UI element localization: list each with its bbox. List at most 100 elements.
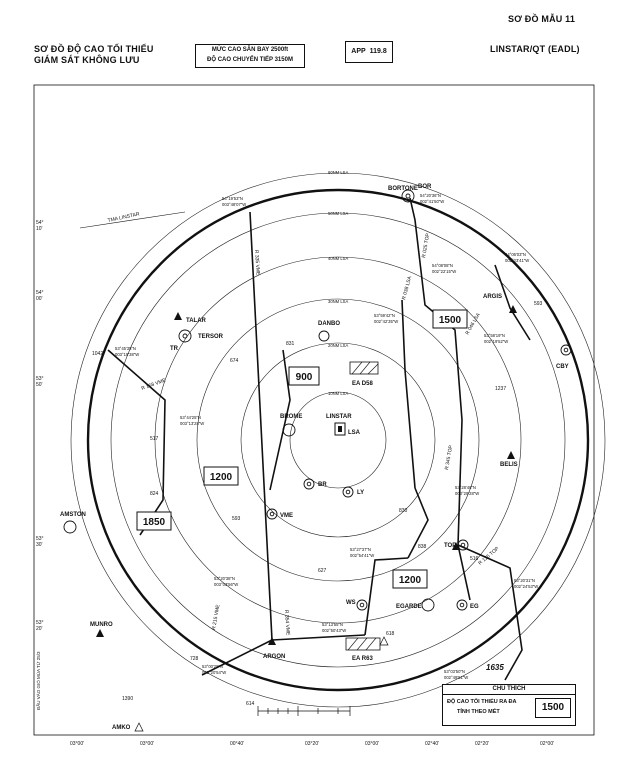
area-ea-d58: EA D58 (352, 381, 373, 387)
label-lsa: LSA (348, 430, 361, 436)
svg-text:53°: 53° (36, 536, 44, 542)
range-rings (70, 172, 606, 708)
svg-text:003°48'07"W: 003°48'07"W (222, 202, 246, 207)
label-cby: CBY (556, 364, 569, 370)
svg-text:003°15'38"W: 003°15'38"W (115, 352, 139, 357)
svg-text:30': 30' (36, 542, 43, 548)
svg-text:53°58'19"N: 53°58'19"N (484, 333, 505, 338)
label-linstar: LINSTAR (326, 414, 352, 420)
svg-text:02°20': 02°20' (475, 741, 489, 747)
svg-text:824: 824 (150, 491, 159, 497)
label-talar: TALAR (186, 318, 207, 324)
alt-900: 900 (296, 372, 313, 383)
chart-number: SƠ ĐỒ MẪU 11 (508, 14, 576, 24)
svg-text:002°49'51"W: 002°49'51"W (444, 675, 468, 680)
legend-value-box: 1500 (535, 698, 571, 718)
ring-30nm (196, 298, 480, 582)
svg-text:53°27'37"N: 53°27'37"N (350, 547, 371, 552)
open-triangles (134, 636, 389, 732)
radial-r215-vme: R 215 VME (211, 603, 221, 630)
svg-text:593: 593 (232, 516, 241, 522)
svg-text:002°50'43"W: 002°50'43"W (322, 628, 346, 633)
altitude-boxes: 900 1200 1850 1200 1500 (136, 309, 468, 589)
label-danbo: DANBO (318, 321, 340, 327)
svg-text:517: 517 (150, 436, 159, 442)
spot-height-1635: 1635 (486, 663, 504, 672)
svg-text:54°: 54° (36, 220, 44, 226)
svg-text:1390: 1390 (122, 696, 133, 702)
alt-1850: 1850 (143, 517, 166, 528)
svg-text:00°40': 00°40' (230, 741, 244, 747)
svg-text:03°00': 03°00' (70, 741, 84, 747)
svg-text:00': 00' (36, 296, 43, 302)
aerodrome-elevation: MỨC CAO SÂN BAY 2500ft (211, 47, 289, 53)
alt-1200-south: 1200 (399, 575, 422, 586)
ring-20nm (240, 342, 436, 538)
label-amko: AMKO (112, 725, 131, 731)
label-bor: BOR (418, 184, 432, 190)
svg-text:516: 516 (470, 556, 479, 562)
radial-r025-top: R 025 TOP (421, 232, 431, 258)
svg-text:003°03'56"W: 003°03'56"W (214, 582, 238, 587)
svg-text:02°00': 02°00' (540, 741, 554, 747)
svg-text:54°06'03"N: 54°06'03"N (505, 252, 526, 257)
latitude-ticks: 54°10' 54°00' 53°50' 53°30' 53°20' (36, 220, 44, 632)
tma-label: TMA LINSTAR (107, 211, 140, 224)
legend-text-1: ĐỘ CAO TỐI THIỂU RA ĐA (447, 699, 517, 705)
label-ws: WS (346, 600, 356, 606)
svg-text:002°41'50"W: 002°41'50"W (420, 199, 444, 204)
svg-text:003°29'28"W: 003°29'28"W (455, 491, 479, 496)
alt-1500: 1500 (439, 315, 462, 326)
map-frame (33, 84, 595, 736)
legend-title: CHÚ THÍCH (443, 685, 575, 695)
svg-text:002°54'41"W: 002°54'41"W (350, 553, 374, 558)
svg-text:50': 50' (36, 382, 43, 388)
legend-text-2: TÍNH THEO MÉT (457, 709, 500, 715)
svg-text:002°19'52"W: 002°19'52"W (484, 339, 508, 344)
svg-text:1237: 1237 (495, 386, 506, 392)
label-argis: ARGIS (483, 294, 502, 300)
ring-label-30: 30NM LSA (328, 299, 348, 304)
reporting-points (96, 305, 517, 645)
navaids (63, 189, 572, 612)
svg-text:593: 593 (534, 301, 543, 307)
label-tersor: TERSOR (198, 334, 224, 340)
svg-text:002°22'15"W: 002°22'15"W (432, 269, 456, 274)
svg-text:838: 838 (418, 544, 427, 550)
longitude-ticks: 03°00' 03°00' 00°40' 03°20' 03°00' 02°40… (70, 741, 554, 747)
svg-text:002°23'41"W: 002°23'41"W (505, 258, 529, 263)
svg-text:003°13'28"W: 003°13'28"W (180, 421, 204, 426)
transition-altitude: ĐỘ CAO CHUYỂN TIẾP 3150M (207, 57, 293, 63)
tma-boundary (86, 188, 590, 692)
svg-text:627: 627 (318, 568, 327, 574)
label-brome: BROME (280, 414, 302, 420)
svg-text:53°13'55"N: 53°13'55"N (322, 622, 343, 627)
ring-label-20: 20NM LSA (328, 343, 348, 348)
svg-text:728: 728 (190, 656, 199, 662)
restricted-areas: EA D58 EA R63 (345, 361, 381, 662)
svg-text:831: 831 (286, 341, 295, 347)
svg-text:53°59'42"N: 53°59'42"N (374, 313, 395, 318)
label-br: BR (318, 482, 327, 488)
svg-text:003°20'54"W: 003°20'54"W (202, 670, 226, 675)
legend: CHÚ THÍCH ĐỘ CAO TỐI THIỂU RA ĐA TÍNH TH… (442, 684, 576, 726)
svg-text:53°20'38"N: 53°20'38"N (214, 576, 235, 581)
ring-label-50: 50NM LSA (328, 211, 348, 216)
ring-label-10: 10NM LSA (328, 391, 348, 396)
label-amston: AMSTON (60, 512, 86, 518)
label-argon: ARGON (263, 654, 285, 660)
svg-text:03°00': 03°00' (140, 741, 154, 747)
radial-r335-vme: R 335 VME (253, 250, 261, 277)
label-top: TOP (444, 543, 456, 549)
svg-text:54°19'53"N: 54°19'53"N (222, 196, 243, 201)
svg-text:03°00': 03°00' (365, 741, 379, 747)
label-tr: TR (170, 346, 179, 352)
svg-text:54°20'36"N: 54°20'36"N (420, 193, 441, 198)
chart-title-line1: SƠ ĐỒ ĐỘ CAO TỐI THIỂU (34, 44, 154, 54)
ring-50nm (110, 212, 566, 668)
radial-r354-vme: R 354 VME (283, 610, 291, 637)
chart-title-line2: GIÁM SÁT KHÔNG LƯU (34, 55, 140, 65)
frequency-box: APP 119.8 (345, 41, 393, 63)
svg-text:674: 674 (230, 358, 239, 364)
